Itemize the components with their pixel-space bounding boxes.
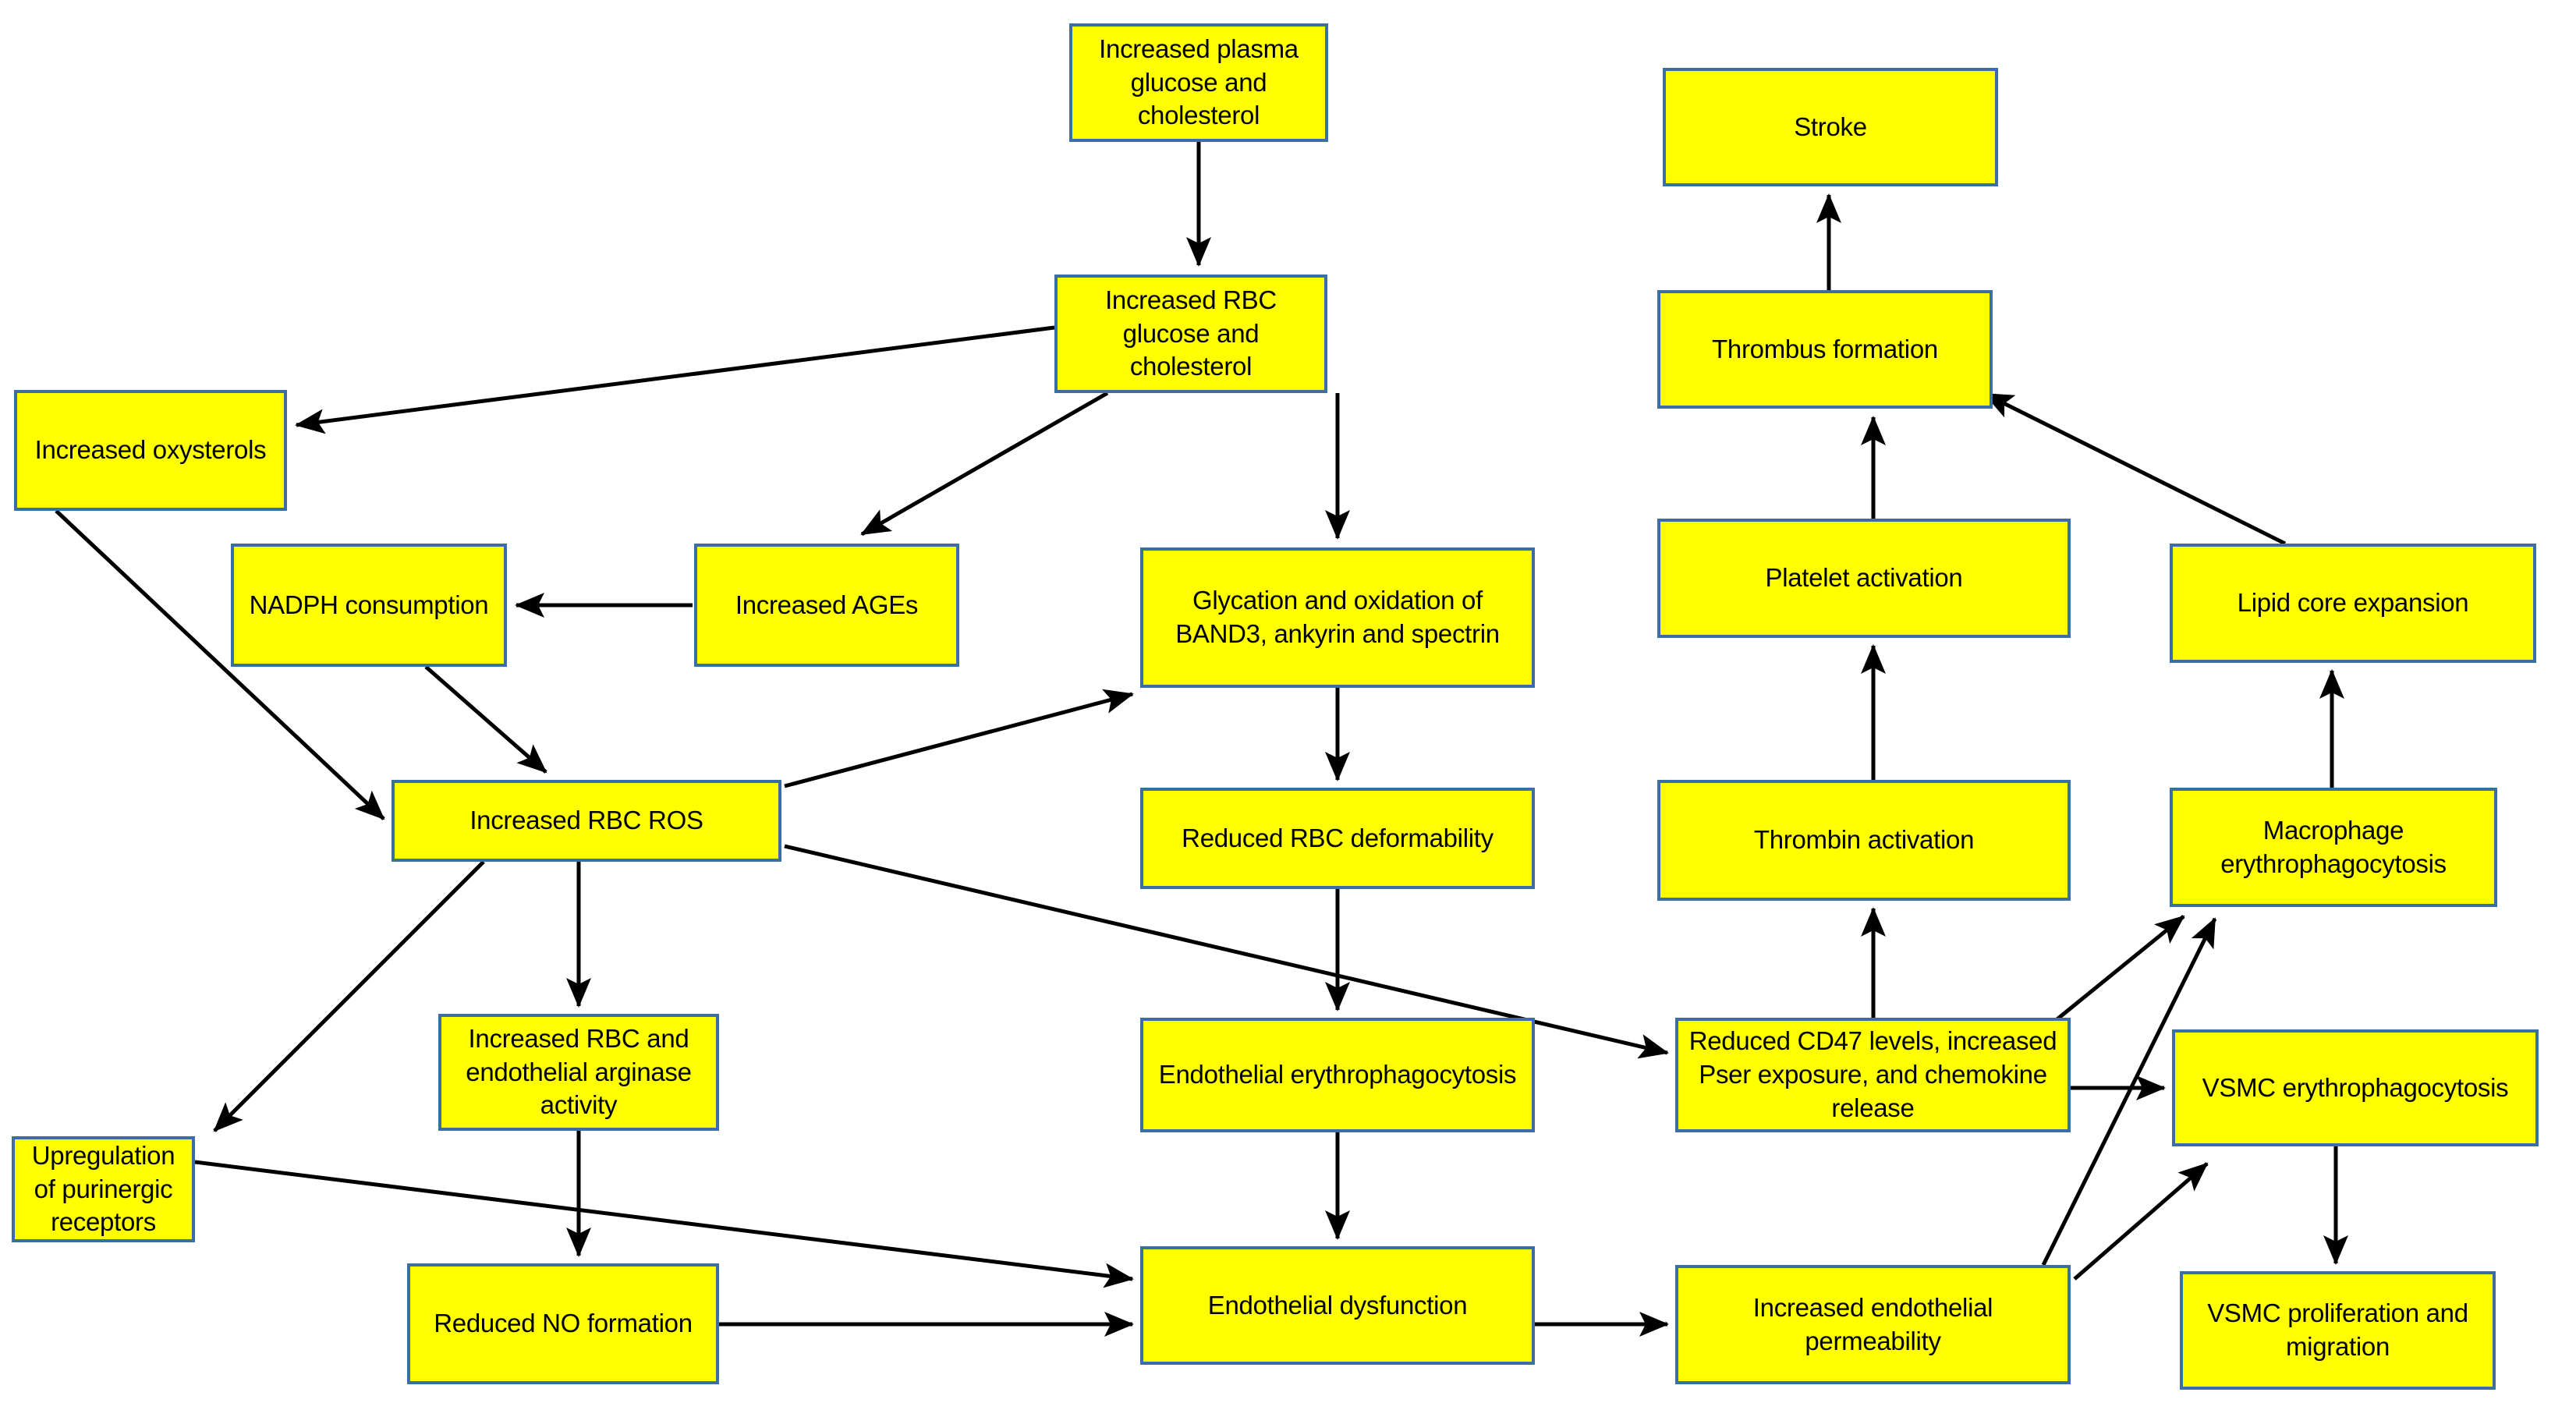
flow-node-oxysterols[interactable]: Increased oxysterols [14,390,287,511]
flow-edge-rbc_ros-to-glycation [784,689,1134,788]
flow-node-label: Reduced NO formation [434,1309,693,1338]
flow-node-label: NADPH consumption [249,590,489,619]
flow-node-label: VSMC erythrophagocytosis [2202,1072,2509,1102]
flow-node-label: Thrombin activation [1753,825,1975,855]
flow-node-glycation[interactable]: Glycation and oxidation of BAND3, ankyri… [1140,547,1535,688]
flow-node-cd47[interactable]: Reduced CD47 levels, increased Pser expo… [1675,1018,2071,1132]
flow-node-label: Thrombus formation [1712,334,1938,363]
flow-node-label: VSMC proliferation and migration [2207,1298,2468,1361]
flow-node-macrophage[interactable]: Macrophage erythrophagocytosis [2170,788,2497,907]
flow-node-label: Increased RBC and endothelial arginase a… [466,1023,692,1120]
flow-node-label: Lipid core expansion [2237,588,2469,618]
flow-node-thrombin[interactable]: Thrombin activation [1657,780,2071,901]
flow-node-ages[interactable]: Increased AGEs [694,544,959,667]
flow-node-label: Increased oxysterols [34,435,267,465]
flow-edge-purinergic-to-endo_dys [194,1160,1134,1288]
flow-node-thrombus[interactable]: Thrombus formation [1657,290,1993,409]
flow-node-label: Increased AGEs [735,590,919,619]
flow-node-label: Reduced CD47 levels, increased Pser expo… [1688,1026,2057,1122]
flow-node-platelet[interactable]: Platelet activation [1657,519,2071,638]
flow-edge-nadph-to-rbc_ros [424,665,547,774]
flow-node-lipid_core[interactable]: Lipid core expansion [2170,544,2536,663]
flow-node-label: Endothelial dysfunction [1207,1290,1468,1320]
flow-node-perm[interactable]: Increased endothelial permeability [1675,1265,2071,1384]
flow-node-label: Macrophage erythrophagocytosis [2220,815,2447,878]
flow-node-arginase[interactable]: Increased RBC and endothelial arginase a… [438,1014,719,1131]
flow-node-label: Increased RBC ROS [469,806,703,835]
flow-node-endo_dys[interactable]: Endothelial dysfunction [1140,1246,1535,1365]
flow-node-label: Reduced RBC deformability [1182,823,1494,852]
flow-node-label: Upregulation of purinergic receptors [31,1140,175,1237]
flow-edge-rbc_gluc-to-oxysterols [295,325,1055,434]
flow-node-vsmc_eryth[interactable]: VSMC erythrophagocytosis [2172,1029,2539,1146]
flow-edge-perm-to-vsmc_eryth [2073,1162,2209,1281]
flow-node-label: Increased plasma glucose and cholesterol [1099,34,1299,130]
flow-node-label: Endothelial erythrophagocytosis [1158,1060,1517,1089]
flow-node-deform[interactable]: Reduced RBC deformability [1140,788,1535,889]
flow-edge-rbc_gluc-to-ages [860,391,1109,537]
flow-node-label: Increased endothelial permeability [1752,1292,1993,1355]
flow-node-nadph[interactable]: NADPH consumption [231,544,507,667]
flow-node-vsmc_prolif[interactable]: VSMC proliferation and migration [2180,1271,2496,1390]
flow-node-label: Glycation and oxidation of BAND3, ankyri… [1175,586,1500,648]
flow-node-label: Stroke [1794,112,1867,141]
flow-node-rbc_ros[interactable]: Increased RBC ROS [392,780,781,862]
flow-node-no_form[interactable]: Reduced NO formation [407,1263,719,1384]
flow-node-plasma[interactable]: Increased plasma glucose and cholesterol [1069,23,1328,142]
flow-node-purinergic[interactable]: Upregulation of purinergic receptors [12,1136,195,1242]
flow-node-label: Increased RBC glucose and cholesterol [1105,285,1277,381]
flow-node-endo_eryth[interactable]: Endothelial erythrophagocytosis [1140,1018,1535,1132]
flow-node-label: Platelet activation [1765,563,1963,593]
flow-node-rbc_gluc[interactable]: Increased RBC glucose and cholesterol [1054,275,1327,393]
flow-node-stroke[interactable]: Stroke [1663,68,1998,186]
